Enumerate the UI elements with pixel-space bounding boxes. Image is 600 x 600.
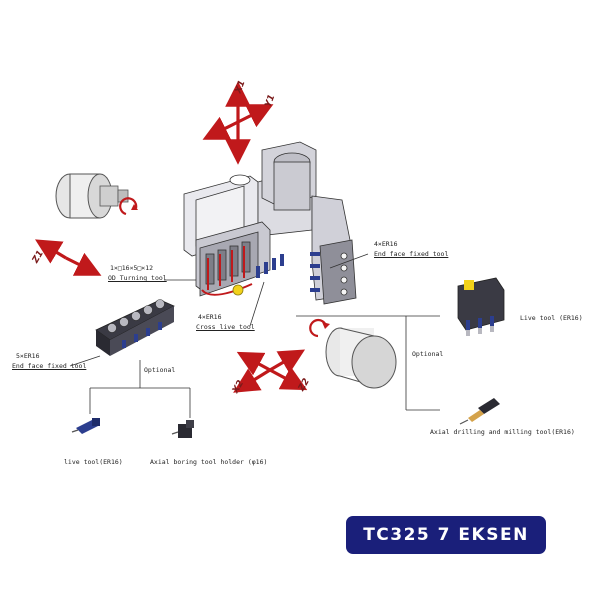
optional-left-label: Optional [144, 366, 176, 374]
turret-body [183, 141, 357, 305]
end-face-fixed-left-name: End face fixed tool [12, 362, 87, 370]
x2-z2-axis-arrows [233, 349, 308, 393]
end-face-fixed-right-name: End face fixed tool [374, 250, 449, 258]
live-tool-right-label: Live tool (ER16) [520, 314, 583, 322]
od-turning-name: OD Turning tool [108, 274, 167, 282]
axial-drilling-label: Axial drilling and milling tool(ER16) [430, 428, 575, 436]
axial-drilling-tool [459, 398, 500, 425]
x1-y1-axis-arrows [202, 81, 274, 165]
live-tool-left-label: live tool(ER16) [64, 458, 123, 466]
main-spindle-chuck [55, 173, 138, 219]
end-face-fixed-left-spec: 5×ER16 [16, 352, 40, 360]
cross-live-spec: 4×ER16 [198, 313, 222, 321]
optional-right-label: Optional [412, 350, 444, 358]
model-badge-text: TC325 7 EKSEN [363, 525, 529, 545]
live-tool-left [71, 418, 100, 434]
model-badge: TC325 7 EKSEN [346, 516, 546, 554]
end-face-fixed-tool-block-left [95, 299, 175, 356]
cross-live-name: Cross live tool [196, 323, 255, 331]
live-tool-block-right [457, 277, 505, 336]
leader-lines [69, 253, 440, 418]
sub-spindle [309, 318, 397, 389]
end-face-fixed-right-spec: 4×ER16 [374, 240, 398, 248]
od-turning-spec: 1×□16×5□×12 [110, 264, 154, 272]
axial-boring-holder [171, 420, 194, 438]
z1-axis-arrow [35, 239, 102, 276]
axial-boring-label: Axial boring tool holder (φ16) [150, 458, 268, 466]
